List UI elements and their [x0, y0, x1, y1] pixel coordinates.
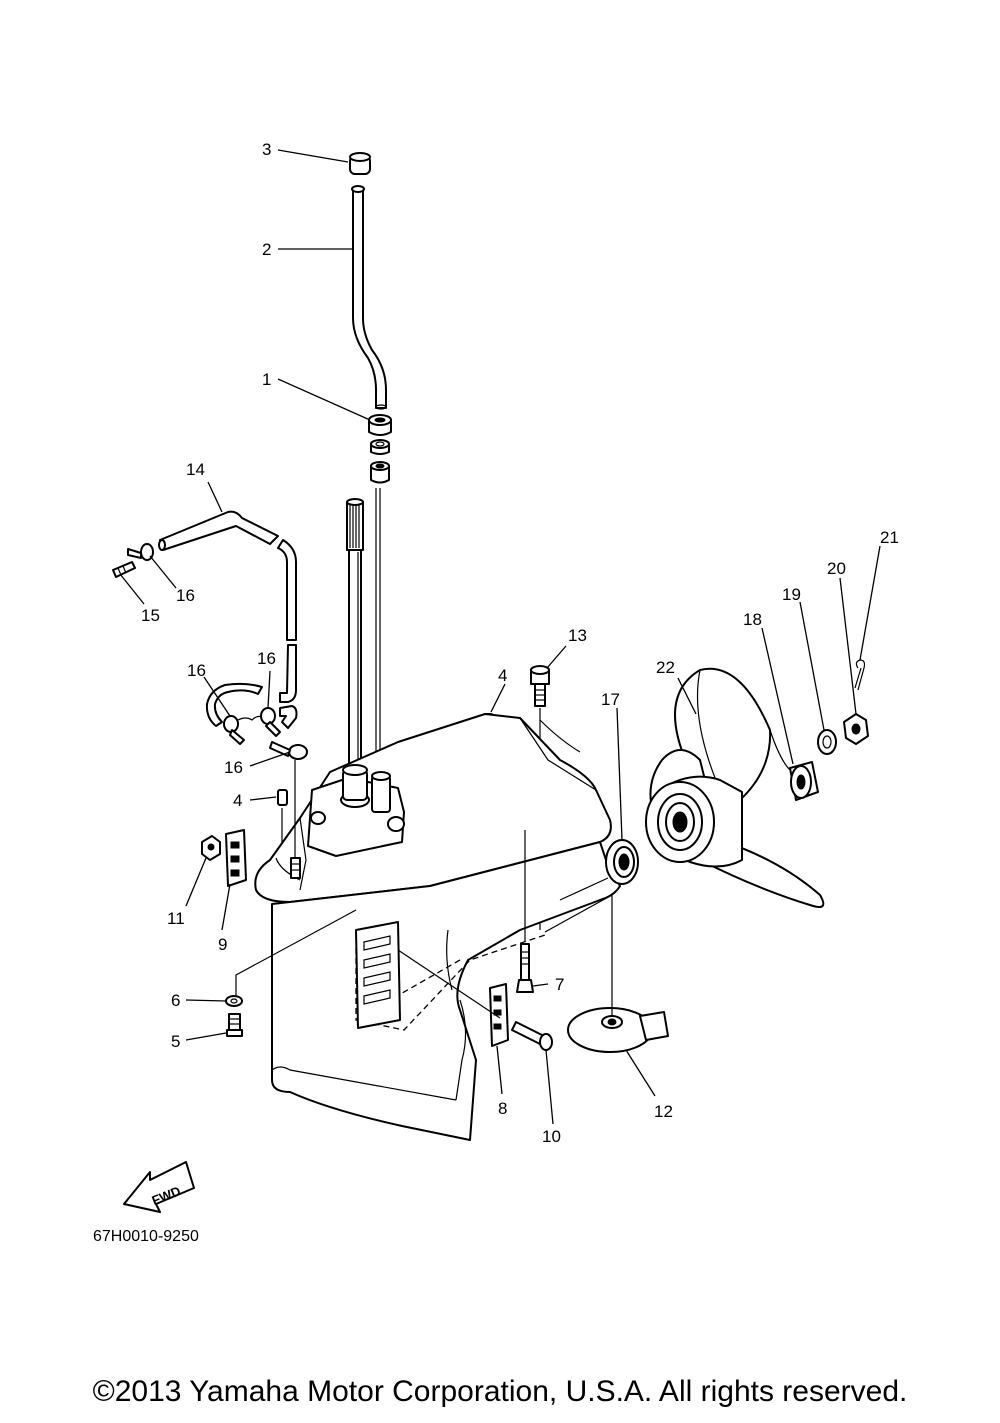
drive-shaft — [346, 498, 364, 801]
callout-18: 18 — [743, 610, 762, 629]
callout-4-lower: 4 — [233, 791, 242, 810]
part-6-washer — [225, 995, 243, 1007]
callout-1: 1 — [262, 370, 271, 389]
part-7-bolt — [516, 943, 534, 993]
callout-15: 15 — [141, 606, 160, 625]
callout-14: 14 — [186, 460, 205, 479]
callout-16-upper: 16 — [176, 586, 195, 605]
callout-13: 13 — [568, 626, 587, 645]
fwd-arrow-icon: FWD — [123, 1161, 195, 1213]
part-12-trim-tab — [567, 1007, 669, 1053]
callout-6: 6 — [171, 991, 180, 1010]
callout-3: 3 — [262, 140, 271, 159]
part-2-water-tube — [351, 185, 387, 410]
part-20-nut — [843, 713, 869, 745]
part-4-pin-lower — [277, 789, 288, 806]
callout-9: 9 — [218, 935, 227, 954]
lower-unit-housing — [254, 713, 621, 1141]
callout-12: 12 — [654, 1102, 673, 1121]
part-21-cotter-pin — [854, 659, 866, 691]
callout-10: 10 — [542, 1127, 561, 1146]
part-16-clip-lower — [269, 741, 308, 760]
callout-11: 11 — [167, 909, 185, 928]
part-9-grille — [225, 829, 247, 887]
callout-22: 22 — [656, 658, 675, 677]
part-14-hose — [158, 510, 298, 729]
part-11-nut — [201, 835, 221, 861]
part-10-screw — [511, 1021, 553, 1051]
part-17-thrust-washer — [605, 839, 639, 885]
part-18-spacer — [789, 761, 819, 801]
part-16-clip-mid — [260, 707, 281, 737]
callout-19: 19 — [782, 585, 801, 604]
callout-5: 5 — [171, 1032, 180, 1051]
part-5-drain-screw — [226, 1013, 243, 1037]
callout-8: 8 — [498, 1099, 507, 1118]
part-13-bolt — [530, 665, 550, 707]
part-16-clip-left — [223, 715, 265, 745]
part-15-connector — [112, 561, 136, 578]
pad-bolt — [290, 857, 301, 879]
part-8-grille — [489, 983, 509, 1047]
part-19-washer — [817, 729, 837, 755]
drawing-code: 67H0010-9250 — [93, 1228, 199, 1245]
callout-2: 2 — [262, 240, 271, 259]
callout-16-left: 16 — [187, 661, 206, 680]
leader-lines — [119, 149, 881, 1125]
callout-20: 20 — [827, 559, 846, 578]
callout-16-mid: 16 — [257, 649, 276, 668]
part-16-clip-upper — [127, 543, 154, 561]
part-22-propeller — [645, 667, 825, 908]
callout-17: 17 — [601, 690, 620, 709]
callout-4-upper: 4 — [498, 666, 507, 685]
callout-7: 7 — [555, 975, 564, 994]
callout-16-lower: 16 — [224, 758, 243, 777]
part-1-grommet — [368, 414, 392, 484]
copyright-notice: ©2013 Yamaha Motor Corporation, U.S.A. A… — [92, 1375, 908, 1408]
callout-21: 21 — [880, 528, 899, 547]
callout-numbers: 3 2 1 14 16 15 16 16 16 4 11 9 6 5 7 8 1… — [141, 140, 899, 1146]
part-3-cap — [349, 152, 371, 175]
